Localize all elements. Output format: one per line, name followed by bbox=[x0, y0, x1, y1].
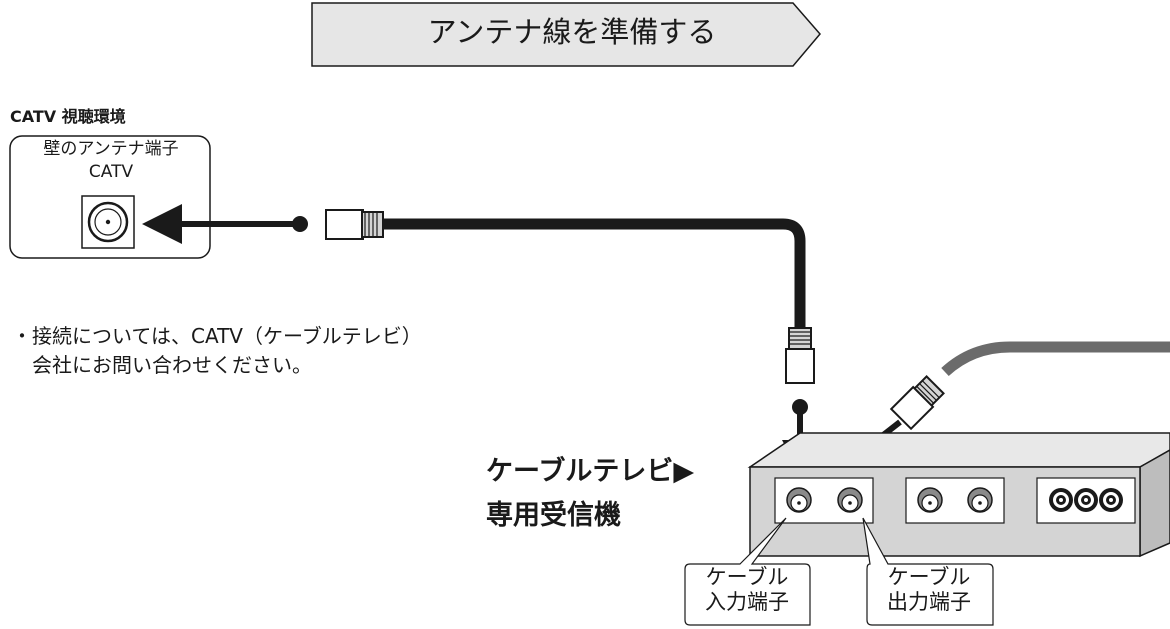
vertical-f-connector-icon bbox=[785, 327, 815, 384]
callout-cable-input-shape bbox=[684, 517, 811, 626]
receiver-label: ケーブルテレビ▶ bbox=[486, 456, 695, 487]
receiver-label-sub: 専用受信機 bbox=[486, 500, 621, 531]
output-cable bbox=[941, 341, 1170, 377]
callout-cable-output-line1: ケーブル bbox=[887, 565, 971, 589]
banner-shape bbox=[311, 2, 821, 67]
av-port-panel bbox=[1036, 477, 1136, 524]
callout-cable-input: ケーブル 入力端子 bbox=[683, 565, 811, 615]
coax-jack-icon bbox=[967, 487, 993, 513]
wall-terminal-type: CATV bbox=[88, 162, 134, 182]
note-line-1: ・接続については、CATV（ケーブルテレビ） bbox=[12, 324, 422, 348]
left-arrow-icon bbox=[142, 204, 308, 244]
wall-coax-terminal-icon bbox=[81, 195, 135, 249]
cable-input-jack-icon bbox=[786, 487, 812, 513]
rca-jack-icon bbox=[1074, 488, 1098, 512]
callout-cable-output-shape bbox=[862, 517, 994, 626]
antenna-port-panel bbox=[905, 477, 1005, 524]
cable-port-panel bbox=[774, 477, 874, 524]
banner-title: アンテナ線を準備する bbox=[427, 15, 717, 49]
top-f-connector-icon bbox=[325, 209, 384, 240]
callout-cable-input-line2: 入力端子 bbox=[705, 590, 789, 615]
coax-jack-icon bbox=[917, 487, 943, 513]
rca-jack-icon bbox=[1099, 488, 1123, 512]
diagonal-f-connector-icon bbox=[889, 375, 945, 431]
environment-label: CATV 視聴環境 bbox=[10, 107, 126, 126]
connection-note: ・接続については、CATV（ケーブルテレビ） 会社にお問い合わせください。 bbox=[12, 322, 422, 380]
antenna-cable bbox=[383, 218, 806, 330]
rca-jack-icon bbox=[1049, 488, 1073, 512]
callout-cable-output-line2: 出力端子 bbox=[887, 590, 971, 615]
callout-cable-output: ケーブル 出力端子 bbox=[865, 565, 993, 615]
wall-terminal-label: 壁のアンテナ端子 bbox=[43, 139, 179, 159]
callout-cable-input-line1: ケーブル bbox=[705, 565, 789, 589]
cable-output-jack-icon bbox=[837, 487, 863, 513]
note-line-2: 会社にお問い合わせください。 bbox=[32, 353, 312, 377]
